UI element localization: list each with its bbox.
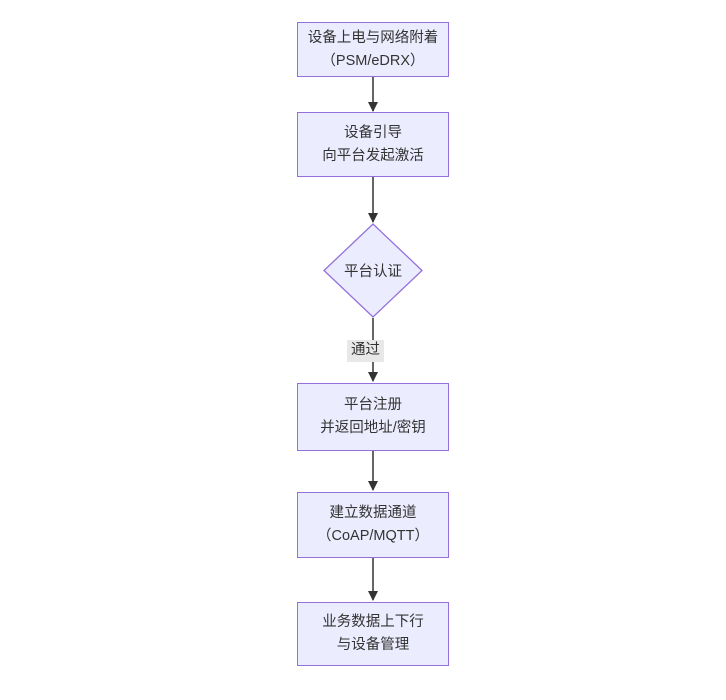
diamond-shape [323, 223, 423, 318]
edge-label-pass: 通过 [347, 340, 384, 362]
node-chan-line2: （CoAP/MQTT） [317, 528, 429, 544]
node-power-line2: （PSM/eDRX） [321, 52, 425, 69]
node-business-data: 业务数据上下行 与设备管理 [297, 602, 449, 666]
node-boot-line2: 向平台发起激活 [322, 147, 424, 164]
node-chan-line1: 建立数据通道 [329, 505, 417, 521]
node-auth-label: 平台认证 [344, 264, 402, 280]
node-power-line1: 设备上电与网络附着 [307, 29, 439, 46]
node-platform-register: 平台注册 并返回地址/密钥 [297, 383, 449, 451]
node-boot-line1: 设备引导 [344, 124, 402, 141]
node-reg-line2: 并返回地址/密钥 [320, 420, 426, 436]
node-data-channel: 建立数据通道 （CoAP/MQTT） [297, 492, 449, 558]
node-power-network-attach: 设备上电与网络附着 （PSM/eDRX） [297, 22, 449, 77]
node-biz-line2: 与设备管理 [336, 637, 410, 653]
node-reg-line1: 平台注册 [344, 397, 402, 413]
node-biz-line1: 业务数据上下行 [322, 614, 424, 630]
node-platform-auth-decision: 平台认证 [323, 223, 423, 318]
node-device-bootstrap: 设备引导 向平台发起激活 [297, 112, 449, 177]
